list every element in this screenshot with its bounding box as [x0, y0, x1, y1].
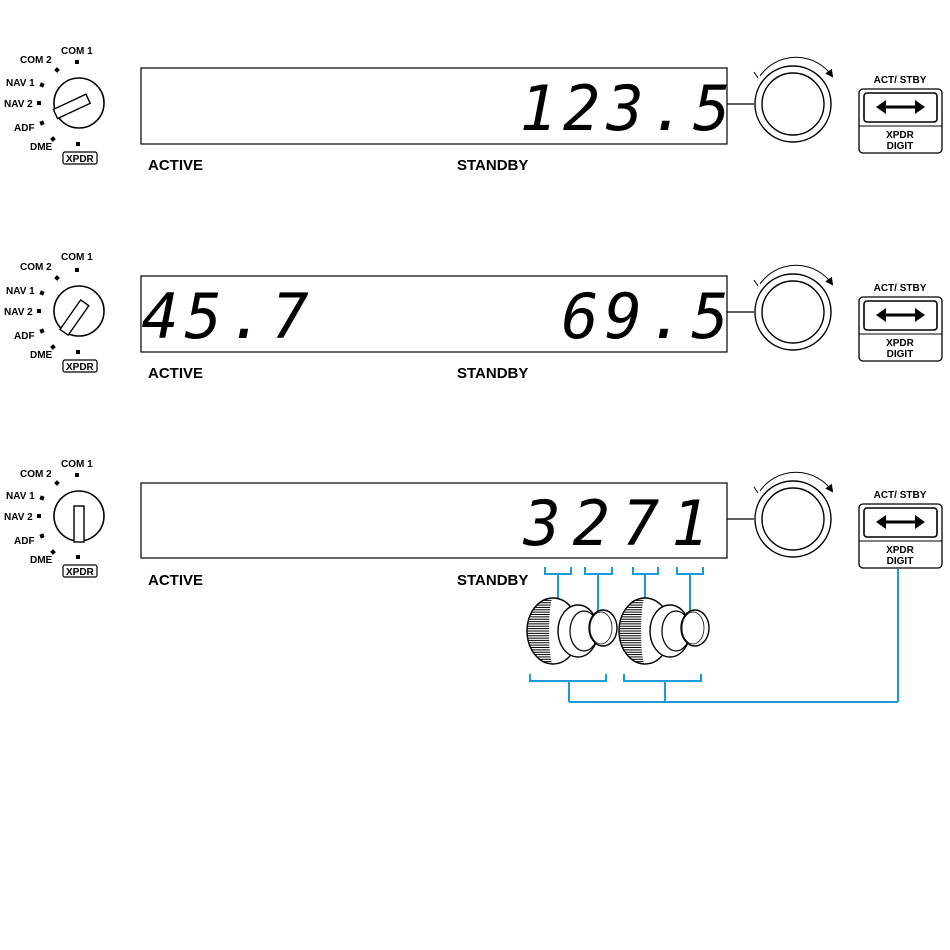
selector-label-com1: COM 1: [61, 46, 93, 57]
act-stby-label: ACT/ STBY: [874, 75, 927, 86]
selector-label-nav2: NAV 2: [4, 307, 33, 318]
active-label: ACTIVE: [148, 157, 203, 174]
active-frequency: 45.7: [141, 280, 314, 353]
selector-label-dme: DME: [30, 555, 53, 566]
xpdr-digit-label-line2: DIGIT: [887, 349, 914, 360]
selector-label-nav1: NAV 1: [6, 286, 35, 297]
standby-code: 3271: [522, 487, 720, 560]
dual-concentric-knob-icon[interactable]: [527, 598, 617, 664]
selector-label-com2: COM 2: [20, 262, 52, 273]
dual-concentric-knob-icon[interactable]: [619, 598, 709, 664]
act-stby-label: ACT/ STBY: [874, 283, 927, 294]
selector-label-adf: ADF: [14, 536, 35, 547]
rotary-knob-icon[interactable]: [727, 57, 832, 142]
selector-label-xpdr: XPDR: [66, 567, 95, 578]
mode-selector[interactable]: COM 1 COM 2 NAV 1 NAV 2 ADF DME XPDR: [4, 459, 104, 578]
selector-label-dme: DME: [30, 142, 53, 153]
act-stby-label: ACT/ STBY: [874, 490, 927, 501]
radio-panel-3: COM 1 COM 2 NAV 1 NAV 2 ADF DME XPDR 327…: [4, 459, 942, 589]
active-label: ACTIVE: [148, 365, 203, 382]
standby-frequency: 69.5: [561, 280, 734, 353]
selector-label-com2: COM 2: [20, 469, 52, 480]
selector-label-dme: DME: [30, 350, 53, 361]
act-stby-button[interactable]: ACT/ STBY XPDR DIGIT: [859, 75, 942, 153]
selector-label-xpdr: XPDR: [66, 362, 95, 373]
selector-label-nav1: NAV 1: [6, 491, 35, 502]
act-stby-button[interactable]: ACT/ STBY XPDR DIGIT: [859, 283, 942, 361]
selector-label-adf: ADF: [14, 123, 35, 134]
selector-label-adf: ADF: [14, 331, 35, 342]
xpdr-digit-label-line2: DIGIT: [887, 556, 914, 567]
xpdr-digit-label-line1: XPDR: [886, 338, 915, 349]
selector-label-nav1: NAV 1: [6, 78, 35, 89]
selector-pointer: [74, 506, 84, 542]
xpdr-digit-label-line1: XPDR: [886, 130, 915, 141]
standby-label: STANDBY: [457, 572, 528, 589]
selector-label-nav2: NAV 2: [4, 99, 33, 110]
selector-label-com1: COM 1: [61, 252, 93, 263]
act-stby-button[interactable]: ACT/ STBY XPDR DIGIT: [859, 490, 942, 568]
standby-frequency: 123.5: [520, 72, 737, 145]
radio-panel-1: COM 1 COM 2 NAV 1 NAV 2 ADF DME XPDR 123…: [4, 46, 942, 174]
selector-label-com1: COM 1: [61, 459, 93, 470]
selector-label-xpdr: XPDR: [66, 154, 95, 165]
xpdr-digit-label-line2: DIGIT: [887, 141, 914, 152]
selector-label-nav2: NAV 2: [4, 512, 33, 523]
active-label: ACTIVE: [148, 572, 203, 589]
rotary-knob-icon[interactable]: [727, 265, 832, 350]
standby-label: STANDBY: [457, 157, 528, 174]
standby-label: STANDBY: [457, 365, 528, 382]
selector-label-com2: COM 2: [20, 55, 52, 66]
mode-selector[interactable]: COM 1 COM 2 NAV 1 NAV 2 ADF DME XPDR: [4, 252, 104, 373]
radio-panel-2: COM 1 COM 2 NAV 1 NAV 2 ADF DME XPDR 45.…: [4, 252, 942, 382]
rotary-knob-icon[interactable]: [727, 472, 832, 557]
mode-selector[interactable]: COM 1 COM 2 NAV 1 NAV 2 ADF DME XPDR: [4, 46, 104, 165]
xpdr-digit-label-line1: XPDR: [886, 545, 915, 556]
